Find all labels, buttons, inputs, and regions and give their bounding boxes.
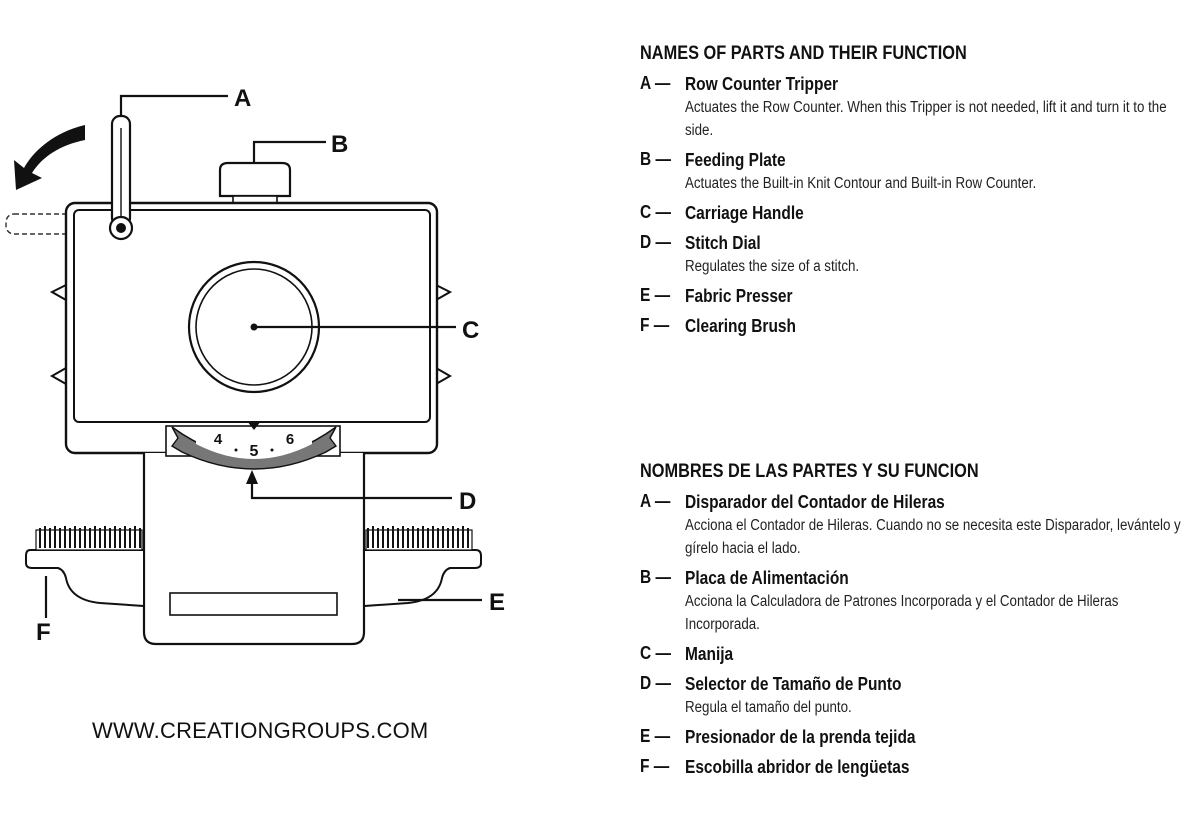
callout-label-b: B	[331, 131, 348, 158]
part-item: C — Carriage Handle	[640, 202, 1200, 225]
part-name: Escobilla abridor de lengüetas	[685, 757, 910, 777]
dial-number-5: 5	[250, 443, 259, 460]
part-item: E — Fabric Presser	[640, 285, 1200, 308]
part-letter: F —	[640, 756, 670, 776]
part-letter: D —	[640, 673, 671, 693]
part-name: Carriage Handle	[685, 203, 804, 223]
part-letter: A —	[640, 491, 671, 511]
spanish-parts-section: NOMBRES DE LAS PARTES Y SU FUNCION A — Di…	[640, 461, 1200, 786]
callout-label-c: C	[462, 317, 479, 344]
row-counter-tripper	[108, 114, 134, 241]
part-description: Actuates the Built-in Knit Contour and B…	[685, 175, 1037, 192]
rotation-arrow-icon	[14, 125, 85, 190]
callout-label-d: D	[459, 488, 476, 515]
part-letter: C —	[640, 643, 671, 663]
part-description: Regula el tamaño del punto.	[685, 699, 852, 716]
fabric-presser	[25, 549, 145, 608]
feeding-plate	[218, 161, 292, 198]
part-letter: E —	[640, 285, 671, 305]
part-name: Clearing Brush	[685, 316, 796, 336]
dial-number-6: 6	[286, 431, 294, 448]
callout-label-f: F	[36, 619, 51, 646]
part-item: F — Clearing Brush	[640, 315, 1200, 338]
part-item: C — Manija	[640, 643, 1200, 666]
english-parts-section: NAMES OF PARTS AND THEIR FUNCTION A — Row…	[640, 43, 1200, 345]
part-letter: B —	[640, 567, 671, 587]
website-url: WWW.CREATIONGROUPS.COM	[92, 718, 429, 743]
part-name: Placa de Alimentación	[685, 568, 849, 588]
part-name: Row Counter Tripper	[685, 74, 839, 94]
part-letter: F —	[640, 315, 670, 335]
part-description: Acciona la Calculadora de Patrones Incor…	[685, 593, 1119, 633]
part-letter: C —	[640, 202, 671, 222]
section-heading-english: NAMES OF PARTS AND THEIR FUNCTION	[640, 43, 967, 64]
callout-label-e: E	[489, 589, 505, 616]
part-description: Actuates the Row Counter. When this Trip…	[685, 99, 1167, 139]
knitting-carriage-diagram: 4 5 6	[5, 85, 505, 646]
part-name: Selector de Tamaño de Punto	[685, 674, 902, 694]
part-name: Presionador de la prenda tejida	[685, 727, 916, 747]
clearing-brush-right	[365, 526, 473, 551]
part-description: Regulates the size of a stitch.	[685, 258, 860, 275]
part-letter: E —	[640, 726, 671, 746]
section-heading-spanish: NOMBRES DE LAS PARTES Y SU FUNCION	[640, 461, 979, 482]
dial-number-4: 4	[214, 431, 223, 448]
part-letter: D —	[640, 232, 671, 252]
part-letter: A —	[640, 73, 671, 93]
callout-label-a: A	[234, 85, 251, 112]
part-item: E — Presionador de la prenda tejida	[640, 726, 1200, 749]
part-name: Fabric Presser	[685, 286, 793, 306]
part-name: Disparador del Contador de Hileras	[685, 492, 945, 512]
clearing-brush-left	[35, 526, 143, 551]
part-name: Manija	[685, 644, 734, 664]
part-item: F — Escobilla abridor de lengüetas	[640, 756, 1200, 779]
part-letter: B —	[640, 149, 671, 169]
part-description: Acciona el Contador de Hileras. Cuando n…	[685, 517, 1181, 557]
part-name: Stitch Dial	[685, 233, 761, 253]
part-name: Feeding Plate	[685, 150, 786, 170]
